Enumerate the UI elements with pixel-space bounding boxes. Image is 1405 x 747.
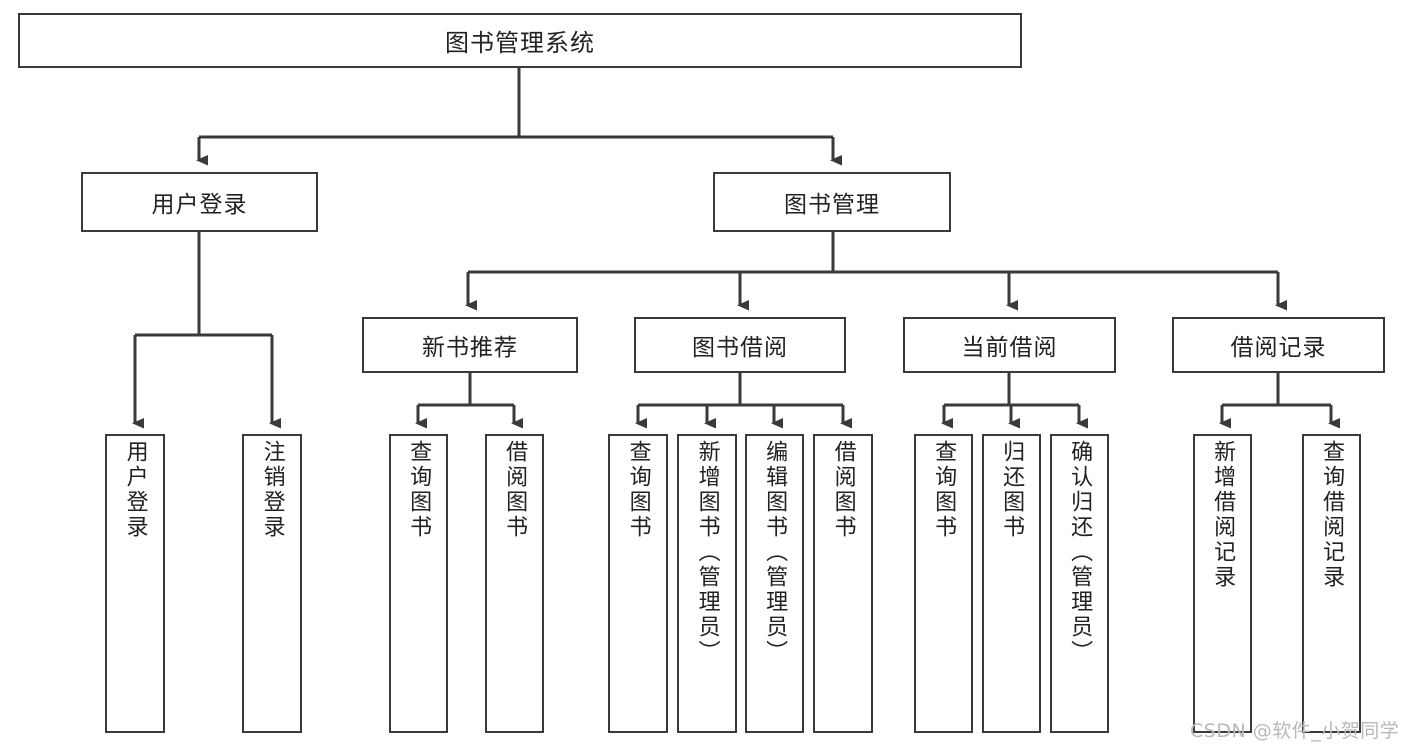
leaf-return-book[interactable]: 归还图书 xyxy=(982,434,1041,733)
node-label: 新增图书（管理员） xyxy=(694,440,720,665)
node-label: 图书管理 xyxy=(784,192,880,218)
node-label: 新书推荐 xyxy=(422,335,518,361)
leaf-query-book-recommend[interactable]: 查询图书 xyxy=(389,434,448,733)
node-current-borrow[interactable]: 当前借阅 xyxy=(903,317,1116,373)
leaf-add-borrow-record[interactable]: 新增借阅记录 xyxy=(1193,434,1252,733)
node-label: 借阅图书 xyxy=(502,440,528,540)
leaf-borrow-book-recommend[interactable]: 借阅图书 xyxy=(485,434,544,733)
node-label: 编辑图书（管理员） xyxy=(762,440,788,665)
leaf-query-book-borrow[interactable]: 查询图书 xyxy=(608,434,668,733)
node-label: 图书借阅 xyxy=(692,335,788,361)
leaf-add-book-admin[interactable]: 新增图书（管理员） xyxy=(677,434,737,733)
node-new-book-recommend[interactable]: 新书推荐 xyxy=(362,317,578,373)
node-label: 图书管理系统 xyxy=(445,29,595,57)
leaf-logout[interactable]: 注销登录 xyxy=(242,434,302,733)
leaf-borrow-book[interactable]: 借阅图书 xyxy=(813,434,873,733)
node-label: 借阅记录 xyxy=(1230,335,1327,361)
node-label: 新增借阅记录 xyxy=(1210,440,1236,590)
node-borrow-record[interactable]: 借阅记录 xyxy=(1172,317,1385,373)
node-book-borrow[interactable]: 图书借阅 xyxy=(634,317,846,373)
leaf-user-login[interactable]: 用户登录 xyxy=(105,434,165,733)
leaf-confirm-return-admin[interactable]: 确认归还（管理员） xyxy=(1050,434,1109,733)
leaf-query-book-current[interactable]: 查询图书 xyxy=(914,434,973,733)
node-label: 用户登录 xyxy=(122,440,148,540)
csdn-watermark: CSDN @软件_小贺同学 xyxy=(1190,720,1400,742)
node-user-login[interactable]: 用户登录 xyxy=(81,172,318,232)
node-label: 查询图书 xyxy=(406,440,432,540)
leaf-edit-book-admin[interactable]: 编辑图书（管理员） xyxy=(745,434,804,733)
node-label: 当前借阅 xyxy=(961,335,1058,361)
node-book-management[interactable]: 图书管理 xyxy=(713,172,951,232)
node-label: 查询借阅记录 xyxy=(1319,440,1345,590)
node-label: 查询图书 xyxy=(625,440,651,540)
node-label: 用户登录 xyxy=(151,192,248,218)
node-label: 查询图书 xyxy=(931,440,957,540)
node-label: 注销登录 xyxy=(259,440,285,540)
node-root-system[interactable]: 图书管理系统 xyxy=(18,13,1022,68)
node-label: 归还图书 xyxy=(999,440,1025,540)
node-label: 确认归还（管理员） xyxy=(1067,440,1093,665)
leaf-query-borrow-record[interactable]: 查询借阅记录 xyxy=(1302,434,1361,733)
node-label: 借阅图书 xyxy=(830,440,856,540)
